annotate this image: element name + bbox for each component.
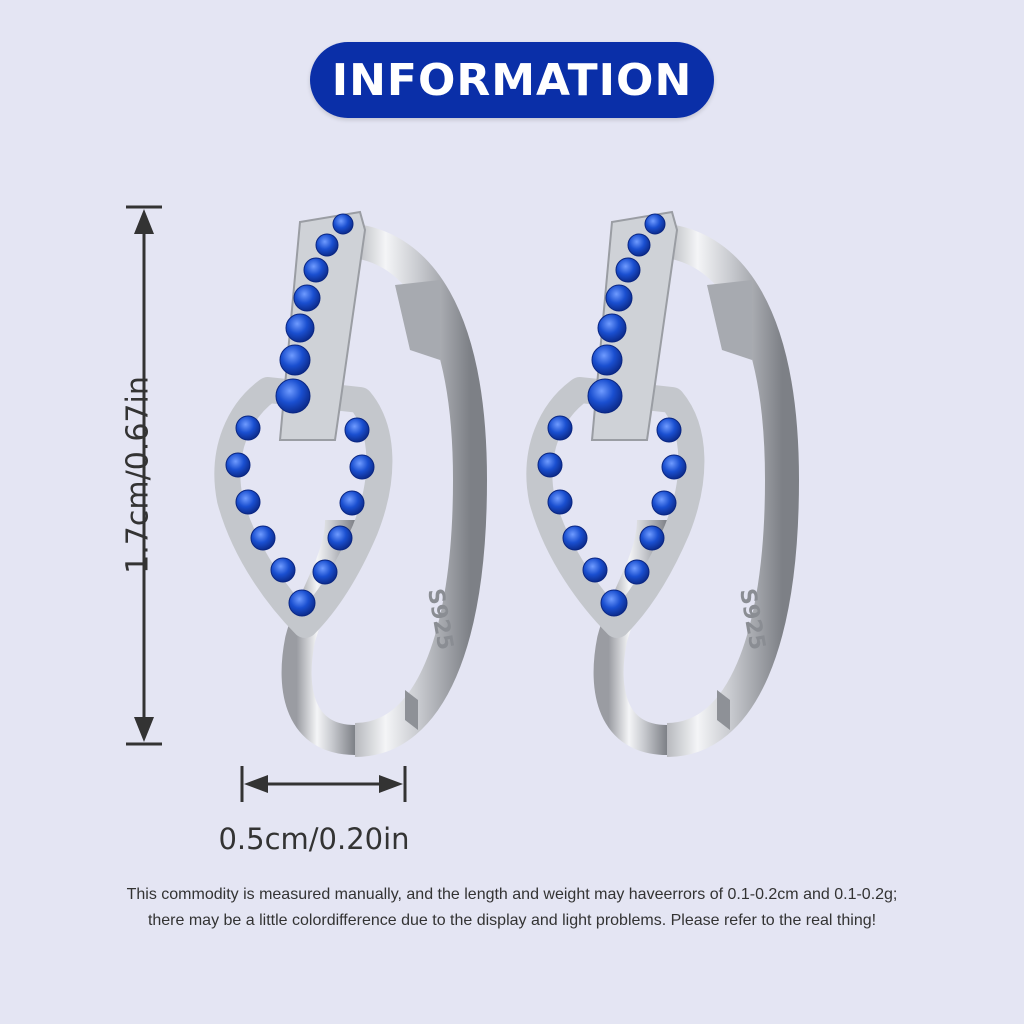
disclaimer-line-1: This commodity is measured manually, and… xyxy=(126,886,898,903)
earring-left: S925 xyxy=(214,210,488,757)
gem-ring-leaf xyxy=(537,415,687,617)
width-arrow xyxy=(240,766,407,802)
disclaimer-line-2: there may be a little colordifference du… xyxy=(147,912,877,929)
information-banner: INFORMATION xyxy=(310,42,714,118)
width-label: 0.5cm/0.20in xyxy=(218,822,410,856)
gem-row-top xyxy=(587,213,666,414)
gem-row-top xyxy=(275,213,354,414)
earring-right: S925 xyxy=(526,210,800,757)
height-arrow xyxy=(126,205,162,746)
banner-title: INFORMATION xyxy=(331,54,693,106)
height-label: 1.7cm/0.67in xyxy=(120,376,156,574)
gem-ring-leaf xyxy=(225,415,375,617)
